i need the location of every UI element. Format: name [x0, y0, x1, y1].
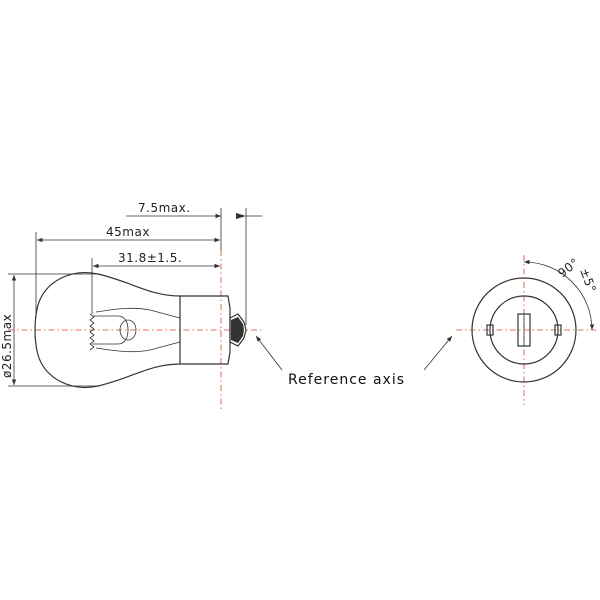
- support-wire-front: [92, 315, 129, 345]
- bulb-end-view: 90° ±5°: [456, 255, 599, 405]
- angle-arc: [523, 259, 595, 331]
- contact-tip: [229, 313, 247, 347]
- support-wire-lower: [95, 341, 181, 353]
- bayonet-pin-left: [486, 324, 494, 336]
- coiled-filament: [89, 313, 95, 351]
- reference-axis-label: Reference axis: [288, 372, 405, 388]
- bulb-side-view: ø26.5max 7.5max. 45max 31.8±1.5.: [0, 201, 262, 410]
- length-label: 45max: [106, 225, 150, 239]
- offset-arrow-right: [236, 213, 246, 219]
- ref-leader-right: [423, 335, 453, 371]
- offset-label: 7.5max.: [138, 201, 191, 215]
- contact-tip-fill: [231, 317, 244, 343]
- glass-bead: [119, 319, 137, 341]
- glass-envelope: [34, 272, 181, 388]
- reference-axis-callout: Reference axis: [255, 335, 453, 388]
- filament-label: 31.8±1.5.: [118, 251, 182, 265]
- diameter-label: ø26.5max: [0, 314, 14, 378]
- angle-label: 90°: [555, 255, 582, 280]
- angle-tolerance-label: ±5°: [577, 266, 599, 294]
- filament-assembly: [89, 307, 181, 353]
- support-wire-upper: [95, 307, 181, 319]
- ref-leader-left: [255, 335, 283, 371]
